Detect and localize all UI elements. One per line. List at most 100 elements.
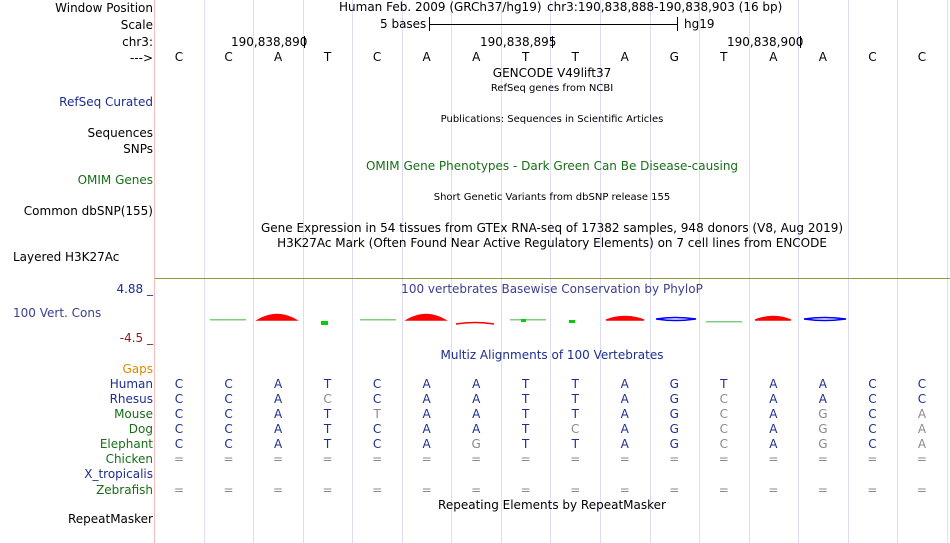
alignment-base: = [768,452,779,466]
strand-label[interactable]: ---> [129,51,153,65]
alignment-base: = [471,483,482,497]
alignment-base: A [620,437,629,451]
alignment-base: A [917,422,927,436]
species-label-rhesus[interactable]: Rhesus [109,392,153,406]
alignment-base: A [422,392,431,406]
alignment-base: A [422,377,431,391]
grid-line [451,0,452,543]
gtex-track-title[interactable]: Gene Expression in 54 tissues from GTEx … [260,221,844,235]
refseq-track-title[interactable]: RefSeq genes from NCBI [490,83,614,94]
alignment-base: = [520,483,531,497]
alignment-base: A [818,392,827,406]
alignment-base: T [323,377,332,391]
grid-line [600,0,601,543]
coord-tick-2: 190,838,895 [480,35,557,49]
publications-track-title[interactable]: Publications: Sequences in Scientific Ar… [440,114,664,125]
alignment-base: G [669,392,679,406]
alignment-base: T [323,407,332,421]
phylop-track-title[interactable]: 100 vertebrates Basewise Conservation by… [401,282,703,296]
alignment-base: A [917,437,927,451]
alignment-base: A [472,392,481,406]
base-letter: T [571,50,579,64]
omim-track-title[interactable]: OMIM Gene Phenotypes - Dark Green Can Be… [365,159,739,173]
species-label-elephant[interactable]: Elephant [99,437,153,451]
alignment-base: C [224,422,233,436]
alignment-base: = [421,452,432,466]
alignment-base: C [719,392,729,406]
scale-db: hg19 [684,17,715,31]
alignment-base: A [769,377,778,391]
alignment-base: C [372,437,382,451]
alignment-base: C [174,437,184,451]
base-letter: A [422,50,431,64]
dbsnp-track-title[interactable]: Short Genetic Variants from dbSNP releas… [433,192,671,203]
alignment-base: G [471,437,481,451]
alignment-base: T [720,377,728,391]
refseq-curated-label[interactable]: RefSeq Curated [59,95,153,109]
species-label-mouse[interactable]: Mouse [114,407,153,421]
multiz-track-title[interactable]: Multiz Alignments of 100 Vertebrates [440,348,664,362]
alignment-base: T [323,437,332,451]
alignment-base: C [868,422,877,436]
alignment-base: A [917,407,927,421]
alignment-base: C [174,392,184,406]
alignment-base: = [867,483,878,497]
gaps-label[interactable]: Gaps [122,362,153,376]
species-label-chicken[interactable]: Chicken [105,452,153,466]
base-letter: A [769,50,778,64]
alignment-base: = [619,452,630,466]
base-letter: T [323,50,332,64]
alignment-base: A [422,407,431,421]
scale-label: Scale [120,18,153,32]
alignment-base: = [173,452,185,466]
grid-line [402,0,403,543]
alignment-base: T [571,392,579,406]
alignment-base: = [520,452,531,466]
alignment-base: G [669,422,679,436]
snps-label[interactable]: SNPs [123,142,153,156]
grid-line [650,0,651,543]
grid-line [947,0,948,543]
omim-genes-label[interactable]: OMIM Genes [77,173,153,187]
alignment-base: A [620,377,629,391]
scale-text: 5 bases [380,17,427,31]
alignment-base: = [173,483,185,497]
species-label-zebrafish[interactable]: Zebrafish [96,483,153,497]
base-letter: T [720,50,728,64]
species-label-dog[interactable]: Dog [128,422,153,436]
grid-line [352,0,353,543]
alignment-base: T [571,407,579,421]
phylop-track-label[interactable]: 100 Vert. Cons [13,306,102,320]
repeatmasker-label[interactable]: RepeatMasker [67,512,153,526]
alignment-base: T [571,437,579,451]
grid-line [897,0,898,543]
species-label-x_tropicalis[interactable]: X_tropicalis [84,467,153,481]
alignment-base: C [224,377,233,391]
repeatmasker-track-title[interactable]: Repeating Elements by RepeatMasker [438,498,666,512]
alignment-base: = [421,483,432,497]
alignment-base: A [620,392,629,406]
alignment-base: G [818,422,828,436]
alignment-base: A [818,377,827,391]
alignment-base: = [273,452,284,466]
alignment-base: = [223,483,234,497]
base-letter: G [669,50,679,64]
species-label-human[interactable]: Human [109,377,153,391]
layered-h3k27ac-label[interactable]: Layered H3K27Ac [13,250,120,264]
base-letter: C [174,50,184,64]
gencode-track-title[interactable]: GENCODE V49lift37 [492,66,612,80]
alignment-base: A [273,422,283,436]
h3k27ac-track-title[interactable]: H3K27Ac Mark (Often Found Near Active Re… [277,236,827,250]
alignment-base: A [769,437,778,451]
alignment-base: = [372,483,383,497]
base-letter: C [868,50,877,64]
sequences-label[interactable]: Sequences [87,126,153,140]
alignment-base: = [372,452,383,466]
common-dbsnp-label[interactable]: Common dbSNP(155) [23,204,153,218]
alignment-base: C [868,392,877,406]
alignment-base: C [174,422,184,436]
alignment-base: A [769,407,778,421]
base-letter: A [818,50,827,64]
alignment-base: T [323,422,332,436]
left-label-divider [154,0,155,543]
